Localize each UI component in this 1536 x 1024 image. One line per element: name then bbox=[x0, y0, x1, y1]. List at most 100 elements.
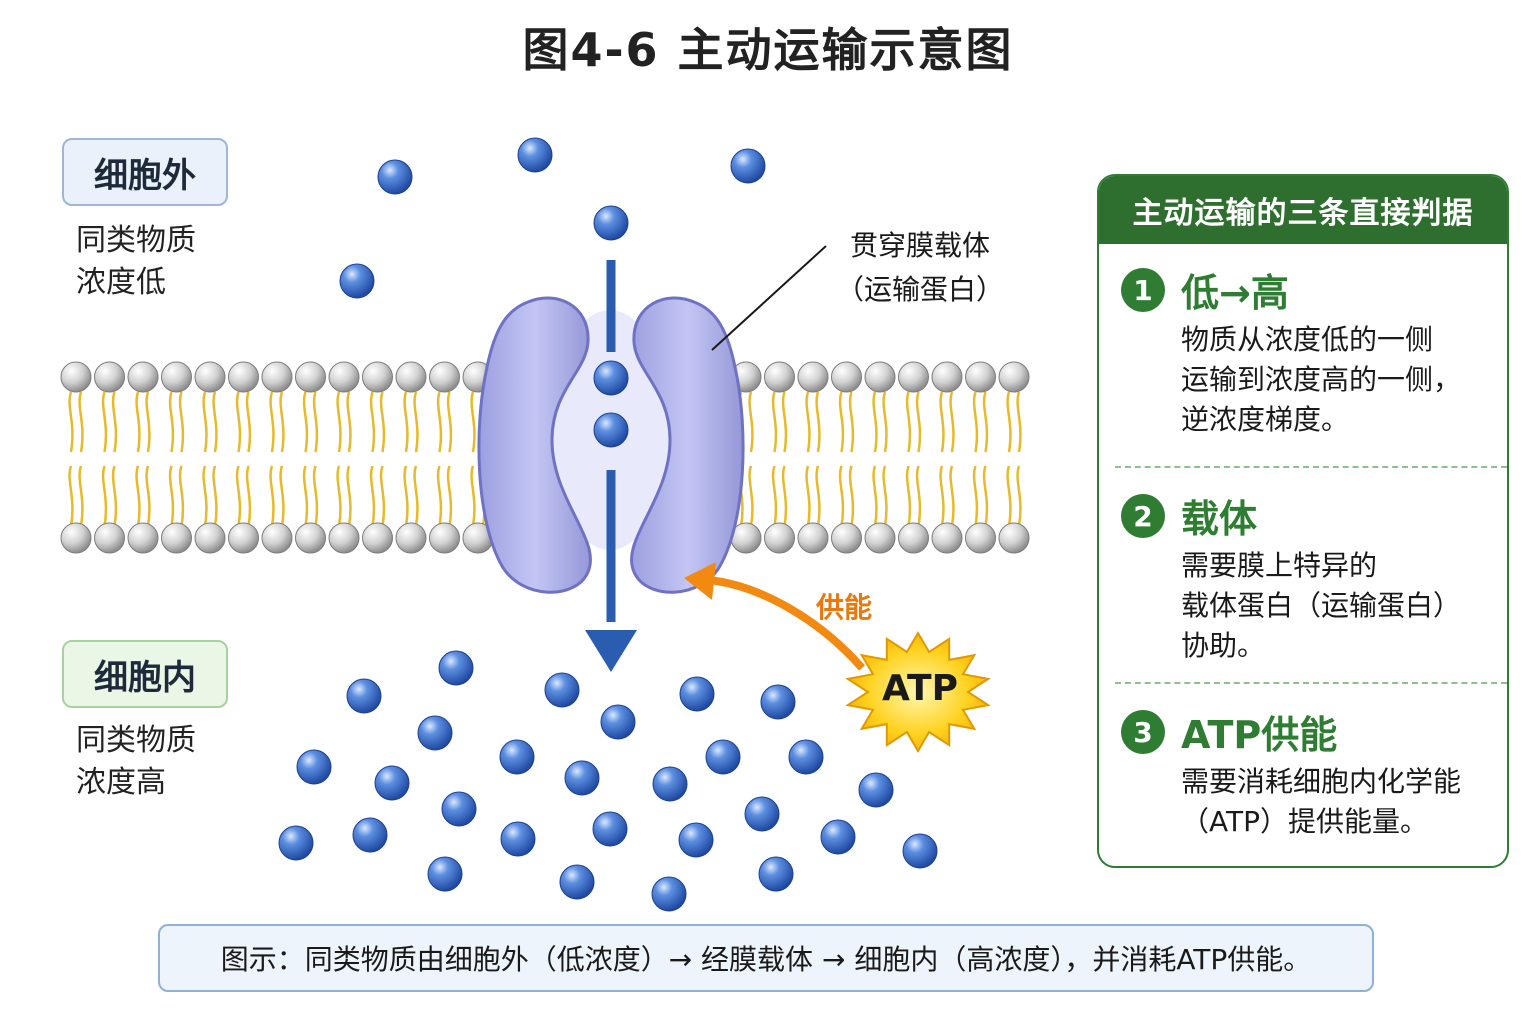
outside-desc-line: 浓度低 bbox=[76, 265, 166, 300]
phospholipid-head bbox=[261, 361, 293, 393]
outside-desc-line: 同类物质 bbox=[76, 223, 196, 258]
lipid-tail bbox=[805, 391, 811, 453]
lipid-tail bbox=[78, 465, 84, 527]
lipid-tail bbox=[101, 391, 108, 453]
lipid-tail bbox=[748, 465, 754, 527]
lipid-tail bbox=[949, 465, 955, 527]
lipid-tail bbox=[771, 391, 778, 453]
lipid-tail bbox=[781, 391, 788, 453]
solute-molecule bbox=[352, 817, 388, 853]
lipid-tail bbox=[403, 391, 409, 453]
atp-label: ATP bbox=[881, 668, 958, 709]
criterion-body-line: 载体蛋白（运输蛋白） bbox=[1181, 589, 1462, 622]
lipid-tail bbox=[446, 465, 453, 527]
criteria-divider bbox=[1115, 682, 1507, 684]
solute-molecule bbox=[592, 811, 628, 847]
phospholipid-head bbox=[127, 361, 159, 393]
lipid-tail bbox=[470, 391, 476, 453]
energy-supply-arrow bbox=[707, 576, 866, 671]
phospholipid-head bbox=[429, 361, 460, 393]
phospholipid-head bbox=[797, 361, 829, 393]
lipid-tail bbox=[379, 391, 386, 453]
carrier-label-line: 贯穿膜载体 bbox=[849, 229, 990, 262]
solute-molecule bbox=[820, 819, 856, 855]
solute-molecule bbox=[296, 749, 332, 785]
outside-description: 同类物质 浓度低 bbox=[76, 220, 296, 304]
phospholipid-head bbox=[295, 522, 326, 554]
lipid-tail bbox=[882, 465, 888, 527]
lipid-tail bbox=[135, 465, 141, 527]
solute-molecule bbox=[651, 876, 687, 912]
solute-molecule bbox=[678, 822, 714, 858]
solute-molecule bbox=[417, 715, 453, 751]
lipid-tail bbox=[905, 391, 912, 453]
lipid-tail bbox=[279, 465, 285, 527]
phospholipid-head bbox=[898, 522, 929, 554]
criterion-body-line: 需要消耗细胞内化学能 bbox=[1181, 765, 1462, 798]
lipid-tail bbox=[848, 391, 855, 453]
lipid-tail bbox=[939, 465, 945, 527]
solute-molecule bbox=[593, 412, 629, 448]
phospholipid-head bbox=[261, 522, 293, 554]
lipid-tail bbox=[771, 465, 778, 527]
phospholipid-head bbox=[764, 522, 795, 554]
lipid-tail bbox=[336, 465, 342, 527]
phospholipid-heads bbox=[60, 361, 1030, 554]
lipid-tail bbox=[269, 465, 275, 527]
phospholipid-head bbox=[60, 361, 92, 393]
phospholipid-head bbox=[228, 361, 259, 393]
phospholipid-head bbox=[898, 361, 929, 393]
phospholipid-head bbox=[764, 361, 795, 393]
solute-molecule bbox=[788, 739, 824, 775]
lipid-tail bbox=[805, 465, 811, 527]
solute-molecule bbox=[441, 791, 477, 827]
phospholipid-head bbox=[328, 361, 360, 393]
lipid-tail bbox=[312, 465, 319, 527]
solute-molecule bbox=[593, 360, 629, 396]
solute-molecule bbox=[730, 148, 766, 184]
lipid-tail bbox=[302, 391, 309, 453]
solute-molecule bbox=[278, 825, 314, 861]
lipid-tail bbox=[302, 465, 309, 527]
lipid-tail bbox=[111, 391, 118, 453]
lipid-tail bbox=[436, 465, 443, 527]
lipid-tail bbox=[279, 391, 285, 453]
solute-molecule bbox=[744, 796, 780, 832]
lipid-tail bbox=[413, 465, 419, 527]
carrier-protein bbox=[477, 296, 745, 594]
lipid-tail bbox=[145, 465, 151, 527]
lipid-tail bbox=[949, 391, 955, 453]
phospholipid-head bbox=[94, 522, 125, 554]
lipid-tail bbox=[915, 391, 922, 453]
solute-molecule bbox=[377, 159, 413, 195]
lipid-tail bbox=[312, 391, 319, 453]
lipid-tail bbox=[470, 465, 476, 527]
carrier-protein-left-lobe bbox=[477, 296, 592, 594]
inside-label: 细胞内 bbox=[62, 640, 228, 708]
criterion-title: ATP供能 bbox=[1181, 713, 1338, 757]
lipid-tail bbox=[838, 465, 845, 527]
lipid-tail bbox=[838, 391, 845, 453]
solute-molecule bbox=[499, 739, 535, 775]
phospholipid-head bbox=[864, 522, 896, 554]
lipid-tail bbox=[982, 465, 989, 527]
criterion-number-badge: 1 bbox=[1121, 268, 1165, 312]
criteria-panel-header: 主动运输的三条直接判据 bbox=[1099, 176, 1507, 244]
phospholipid-head bbox=[328, 522, 360, 554]
lipid-tail bbox=[269, 391, 275, 453]
phospholipid-head bbox=[362, 361, 393, 393]
phospholipid-head bbox=[965, 522, 996, 554]
carrier-protein-right-lobe bbox=[630, 296, 745, 594]
criterion-body-line: 运输到浓度高的一侧， bbox=[1181, 363, 1462, 396]
solute-molecule bbox=[760, 684, 796, 720]
phospholipid-head bbox=[429, 522, 460, 554]
phospholipid-head bbox=[127, 522, 159, 554]
criterion-title: 载体 bbox=[1181, 497, 1258, 541]
lipid-tail bbox=[848, 465, 855, 527]
carrier-label-line: （运输蛋白） bbox=[835, 273, 1004, 306]
lipid-tail bbox=[905, 465, 912, 527]
lipid-tail bbox=[446, 391, 453, 453]
lipid-tail bbox=[101, 465, 108, 527]
criterion-number-badge: 3 bbox=[1121, 710, 1165, 754]
